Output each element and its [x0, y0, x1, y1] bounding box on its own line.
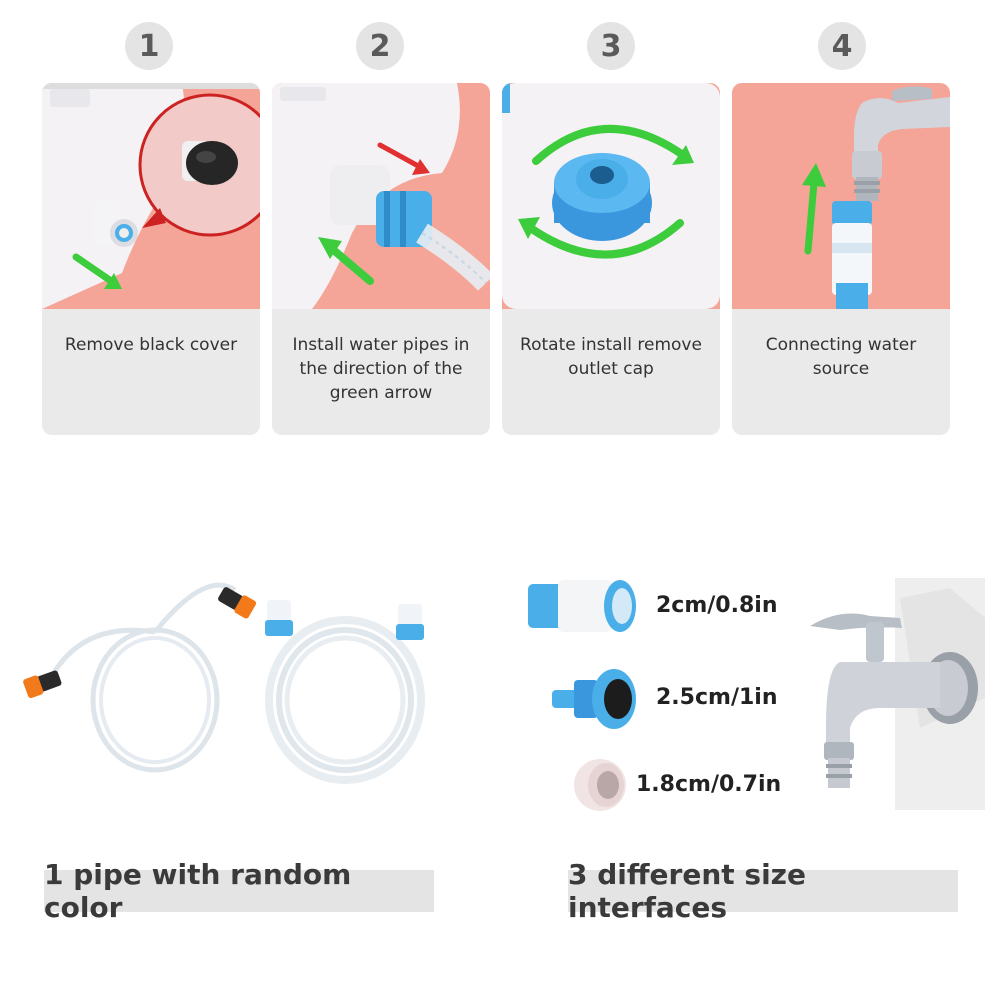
pipe-label: 1 pipe with random color — [44, 858, 434, 924]
connector-2-5cm-icon — [552, 668, 642, 730]
step-number-2: 2 — [356, 22, 404, 70]
step-number-3: 3 — [587, 22, 635, 70]
step-1-image — [42, 83, 260, 309]
step-1-text: Remove black cover — [64, 335, 238, 355]
step-card-4: Connecting water source — [732, 83, 950, 435]
step-4-text: Connecting water source — [765, 335, 917, 379]
step-2-text: Install water pipes in the direction of … — [292, 335, 470, 403]
interfaces-label: 3 different size interfaces — [568, 858, 958, 924]
hose-pipes-image — [15, 560, 465, 800]
step-card-2: Install water pipes in the direction of … — [272, 83, 490, 435]
step-card-3: Rotate install remove outlet cap — [502, 83, 720, 435]
size-label-1-8cm: 1.8cm/0.7in — [636, 772, 782, 797]
step-number-1: 1 — [125, 22, 173, 70]
step-2-image — [272, 83, 490, 309]
step-card-1: Remove black cover — [42, 83, 260, 435]
connector-1-8cm-icon — [572, 758, 632, 812]
connector-2cm-icon — [528, 578, 638, 634]
step-number-4: 4 — [818, 22, 866, 70]
size-label-2-5cm: 2.5cm/1in — [656, 685, 778, 710]
faucet-image — [800, 578, 985, 810]
step-4-image — [732, 83, 950, 309]
size-label-2cm: 2cm/0.8in — [656, 593, 778, 618]
step-3-image — [502, 83, 720, 309]
step-3-text: Rotate install remove outlet cap — [520, 335, 702, 379]
